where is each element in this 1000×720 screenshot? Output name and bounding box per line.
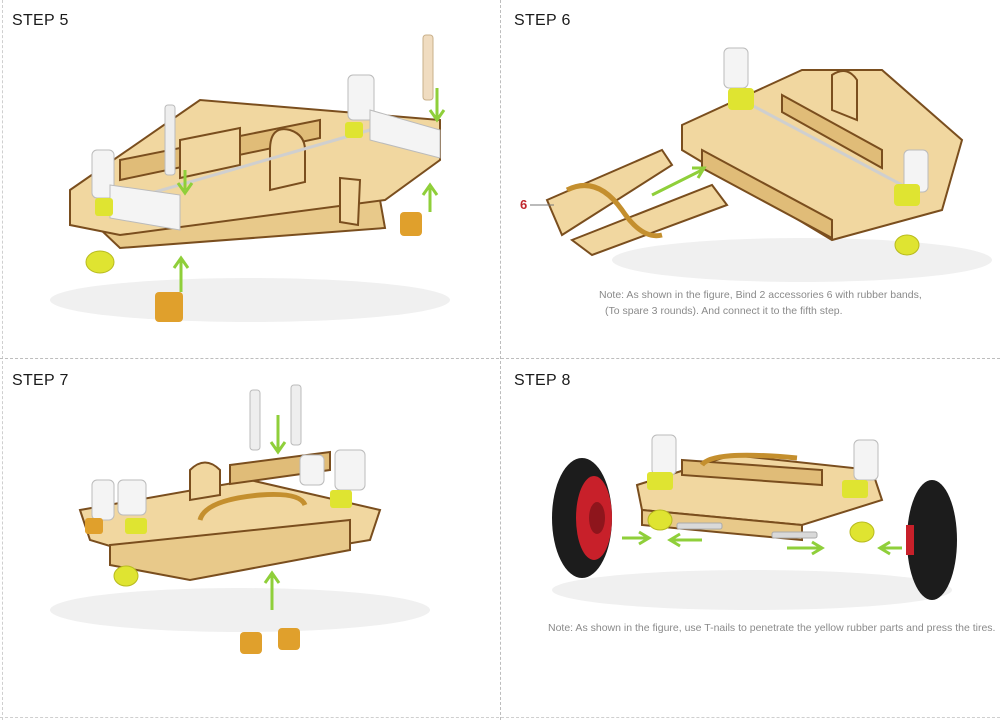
accessory-6-callout: 6 [520, 197, 528, 212]
step-7-title: STEP 7 [12, 372, 69, 389]
vertical-divider [500, 0, 501, 720]
step-7-panel: STEP 7 [0, 360, 498, 716]
step-8-note-line-1: Note: As shown in the figure, use T-nail… [548, 622, 996, 634]
step-8-title: STEP 8 [514, 372, 571, 389]
step-8-illustration [552, 434, 957, 610]
step-6-note-line-1: Note: As shown in the figure, Bind 2 acc… [599, 289, 922, 301]
horizontal-divider [0, 358, 1000, 359]
step-6-illustration [530, 47, 992, 282]
step-6-note: Note: As shown in the figure, Bind 2 acc… [599, 287, 922, 319]
frame-left-border [2, 0, 3, 720]
step-5-panel: STEP 5 [0, 0, 498, 356]
step-6-title: STEP 6 [514, 12, 571, 29]
step-8-panel: STEP 8 [502, 360, 1000, 716]
step-8-note: Note: As shown in the figure, use T-nail… [548, 620, 995, 636]
step-6-panel: STEP 6 6 Note: As shown in t [502, 0, 1000, 356]
step-5-illustration [50, 34, 450, 322]
step-7-illustration [50, 384, 430, 654]
step-6-note-line-2: (To spare 3 rounds). And connect it to t… [605, 305, 843, 317]
step-5-title: STEP 5 [12, 12, 69, 29]
